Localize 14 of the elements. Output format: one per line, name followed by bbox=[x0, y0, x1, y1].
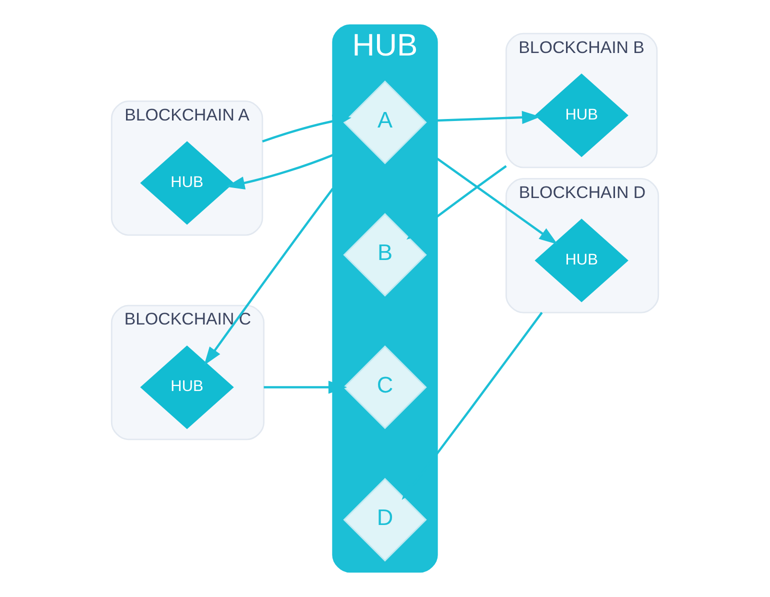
arrow bbox=[402, 312, 543, 500]
node-diamond: A bbox=[343, 80, 427, 164]
arrow bbox=[406, 165, 507, 240]
node-diamond: HUB bbox=[534, 218, 628, 302]
node-diamond: HUB bbox=[140, 141, 234, 225]
arrow bbox=[436, 158, 558, 244]
node-diamond: D bbox=[343, 478, 427, 562]
arrow bbox=[226, 154, 334, 190]
node-diamond: HUB bbox=[534, 74, 628, 158]
arrow bbox=[437, 110, 541, 124]
arrow bbox=[264, 380, 348, 394]
arrow bbox=[262, 114, 352, 143]
arrow bbox=[204, 188, 334, 366]
node-diamond: C bbox=[343, 345, 427, 430]
